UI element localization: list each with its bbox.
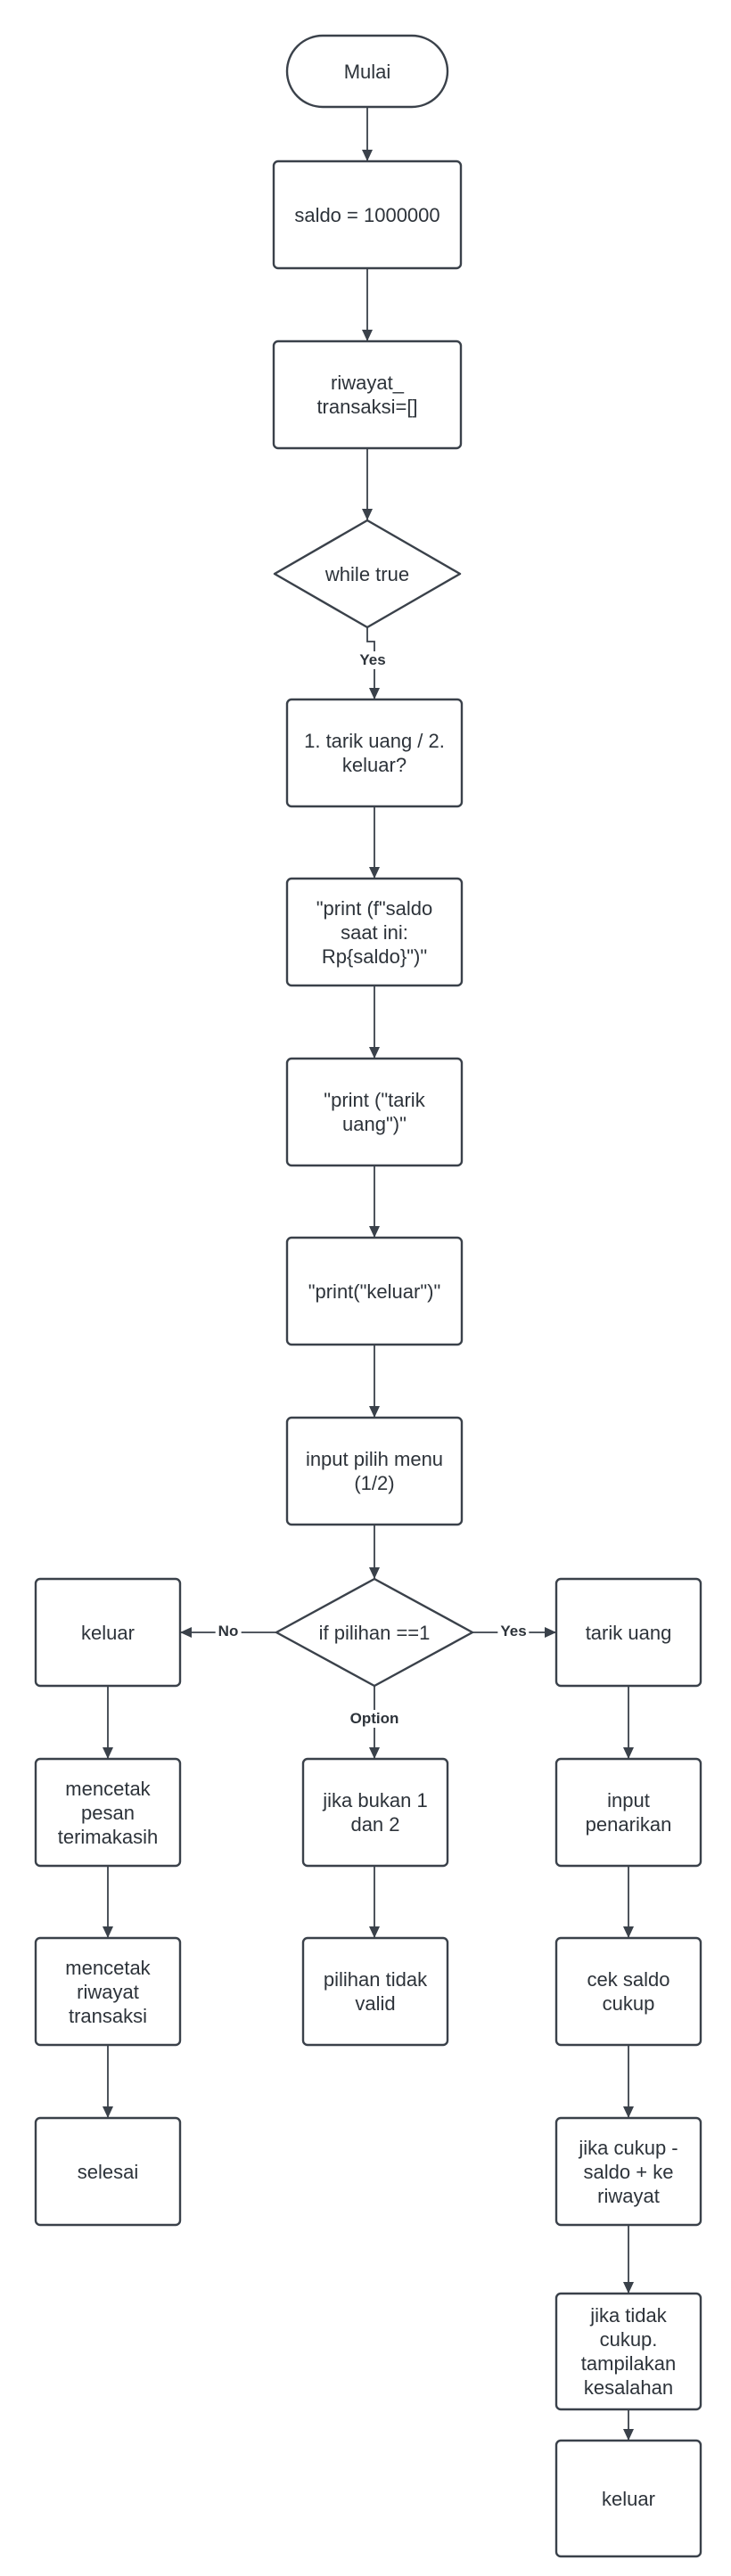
arrowhead-icon <box>180 1627 192 1638</box>
arrowhead-icon <box>103 1926 113 1938</box>
arrowhead-icon <box>623 2282 634 2294</box>
arrowhead-icon <box>623 1926 634 1938</box>
node-label-init-saldo: saldo = 1000000 <box>294 203 440 226</box>
node-shape-left-selesai <box>34 2116 182 2227</box>
node-label-right-input: input penarikan <box>585 1789 672 1836</box>
arrowhead-icon <box>362 330 373 341</box>
edge-label-decision-yes: Yes <box>497 1623 530 1640</box>
node-label-start: Mulai <box>343 60 391 83</box>
node-label-right-cek: cek saldo cukup <box>587 1968 670 2015</box>
node-label-right-keluar: keluar <box>602 2487 655 2510</box>
arrowhead-icon <box>369 1406 380 1418</box>
arrowhead-icon <box>545 1627 556 1638</box>
arrowhead-icon <box>362 509 373 520</box>
node-label-left-selesai: selesai <box>77 2160 139 2183</box>
node-label-input-menu: input pilih menu (1/2) <box>305 1448 444 1494</box>
node-label-left-keluar: keluar <box>81 1621 135 1644</box>
node-shape-print-keluar <box>285 1236 464 1346</box>
node-shape-prompt-menu <box>285 698 464 808</box>
arrowhead-icon <box>369 1047 380 1059</box>
edge-label-loop-yes: Yes <box>357 651 389 669</box>
node-shape-mid-bukan <box>301 1757 449 1868</box>
node-shape-print-tarik <box>285 1057 464 1167</box>
node-shape-init-riwayat <box>272 339 463 450</box>
arrowhead-icon <box>362 150 373 161</box>
node-shape-left-riwayat <box>34 1936 182 2047</box>
node-shape-print-saldo <box>285 877 464 987</box>
arrowhead-icon <box>623 2429 634 2441</box>
node-shape-right-cek <box>554 1936 702 2047</box>
node-shape-right-input <box>554 1757 702 1868</box>
node-shape-right-tidak <box>554 2292 702 2411</box>
node-label-right-tarik: tarik uang <box>585 1621 672 1644</box>
arrowhead-icon <box>369 867 380 879</box>
node-label-mid-bukan: jika bukan 1 dan 2 <box>323 1789 428 1836</box>
node-label-right-cukup: jika cukup - saldo + ke riwayat <box>579 2136 678 2207</box>
arrowhead-icon <box>369 1226 380 1238</box>
node-label-init-riwayat: riwayat_ transaksi=[] <box>316 372 418 418</box>
node-shape-right-tarik <box>554 1577 702 1688</box>
arrowhead-icon <box>369 688 380 699</box>
arrowhead-icon <box>623 1747 634 1759</box>
node-shape-decision <box>275 1577 474 1688</box>
node-shape-left-keluar <box>34 1577 182 1688</box>
node-label-left-pesan: mencetak pesan terimakasih <box>57 1777 159 1848</box>
node-label-loop: while true <box>324 562 410 585</box>
arrowhead-icon <box>103 1747 113 1759</box>
arrowhead-icon <box>103 2106 113 2118</box>
arrowhead-icon <box>369 1747 380 1759</box>
node-shape-loop <box>273 519 462 629</box>
node-shape-input-menu <box>285 1416 464 1526</box>
node-shape-mid-invalid <box>301 1936 449 2047</box>
arrowhead-icon <box>623 2106 634 2118</box>
node-shape-init-saldo <box>272 159 463 270</box>
node-label-left-riwayat: mencetak riwayat transaksi <box>65 1956 151 2027</box>
node-label-print-keluar: "print("keluar")" <box>308 1280 441 1303</box>
node-label-print-tarik: "print ("tarik uang")" <box>324 1089 425 1135</box>
edge-label-decision-option: Option <box>347 1710 402 1728</box>
node-label-decision: if pilihan ==1 <box>318 1621 431 1644</box>
arrowhead-icon <box>369 1567 380 1579</box>
node-label-print-saldo: "print (f"saldo saat ini: Rp{saldo}")" <box>316 896 433 968</box>
node-shape-right-keluar <box>554 2439 702 2558</box>
arrowhead-icon <box>369 1926 380 1938</box>
connector-line <box>366 627 375 699</box>
node-shape-left-pesan <box>34 1757 182 1868</box>
edge-label-decision-no: No <box>215 1623 242 1640</box>
node-label-prompt-menu: 1. tarik uang / 2. keluar? <box>304 730 445 776</box>
node-shape-right-cukup <box>554 2116 702 2227</box>
node-shape-start <box>285 34 449 109</box>
node-label-mid-invalid: pilihan tidak valid <box>323 1968 428 2015</box>
node-label-right-tidak: jika tidak cukup. tampilakan kesalahan <box>580 2304 677 2399</box>
